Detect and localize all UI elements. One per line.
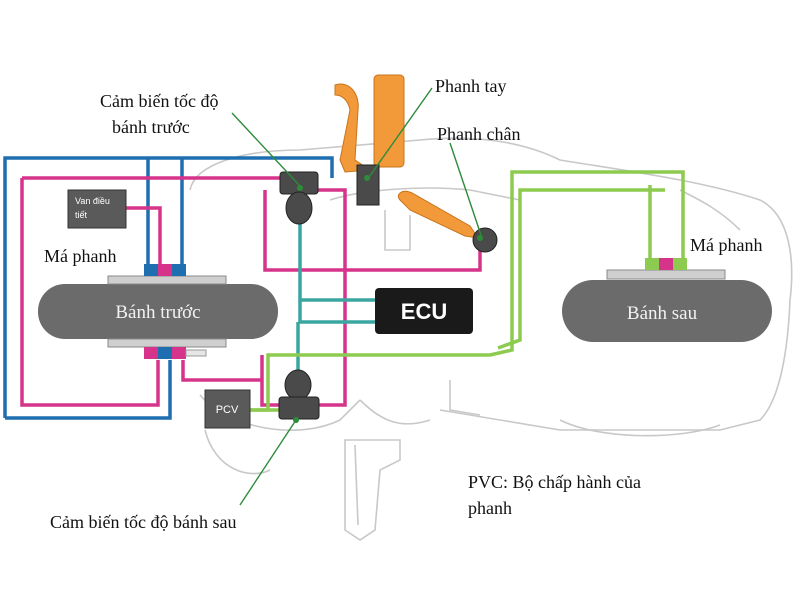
pcv-label: PCV (216, 404, 239, 416)
pcv-box: PCV (204, 389, 251, 429)
leader-hand-brake (366, 87, 433, 181)
blue-line-lower (5, 360, 172, 420)
magenta-line-left (20, 178, 160, 407)
note-line-1: PVC: Bộ chấp hành của (468, 472, 641, 492)
rear-speed-sensor (278, 369, 320, 420)
magenta-line-front-pad-low (181, 360, 262, 382)
magenta-line-valve (125, 206, 162, 265)
teal-line-mid (298, 300, 375, 324)
ecu-box: ECU (375, 288, 473, 334)
front-speed-sensor (279, 171, 319, 225)
green-line-rear-3 (497, 188, 665, 350)
magenta-line-loop (263, 190, 482, 272)
front-brake-pad-top (144, 264, 186, 276)
front-disc-top (107, 275, 227, 285)
green-line-rear-1 (250, 170, 685, 412)
hand-brake-label: Phanh tay (435, 76, 507, 96)
front-brake-pad-bottom (144, 347, 207, 359)
valve-label-line1: Van điều (75, 196, 110, 206)
valve-label-line2: tiết (75, 210, 88, 220)
rear-pad-label: Má phanh (690, 235, 762, 255)
leader-foot-brake (449, 142, 483, 239)
front-wheel-body (38, 284, 278, 339)
front-disc-bottom (107, 338, 227, 348)
front-speed-sensor-label-2: bánh trước (112, 117, 190, 137)
brake-lines (3, 156, 685, 420)
magenta-line-right (318, 188, 347, 407)
front-speed-sensor-label-1: Cảm biến tốc độ (100, 91, 218, 111)
leader-lines (231, 87, 483, 506)
ecu-label: ECU (401, 299, 447, 324)
rear-speed-sensor-label: Cảm biến tốc độ bánh sau (50, 512, 236, 532)
foot-brake-pedal (397, 190, 498, 253)
rear-sensor-dot (293, 417, 299, 423)
rear-brake-pad (645, 258, 687, 270)
teal-line-front (298, 220, 375, 302)
magenta-line-to-pcv (260, 355, 280, 407)
front-pad-label: Má phanh (44, 246, 116, 266)
valve-box: Van điều tiết (67, 189, 127, 229)
rear-wheel-label: Bánh sau (627, 303, 698, 324)
front-wheel-label: Bánh trước (115, 302, 200, 323)
blue-line-outer (3, 156, 334, 418)
hand-brake-lever (334, 74, 405, 206)
leader-rear-sensor (239, 419, 297, 506)
front-wheel: Bánh trước (38, 275, 278, 348)
leader-front-sensor (231, 112, 301, 187)
rear-disc (606, 269, 726, 280)
note-line-2: phanh (468, 498, 512, 518)
rear-wheel-body (562, 280, 772, 342)
rear-wheel: Bánh sau (562, 269, 772, 342)
foot-brake-label: Phanh chân (437, 124, 520, 144)
front-sensor-dot (297, 185, 303, 191)
